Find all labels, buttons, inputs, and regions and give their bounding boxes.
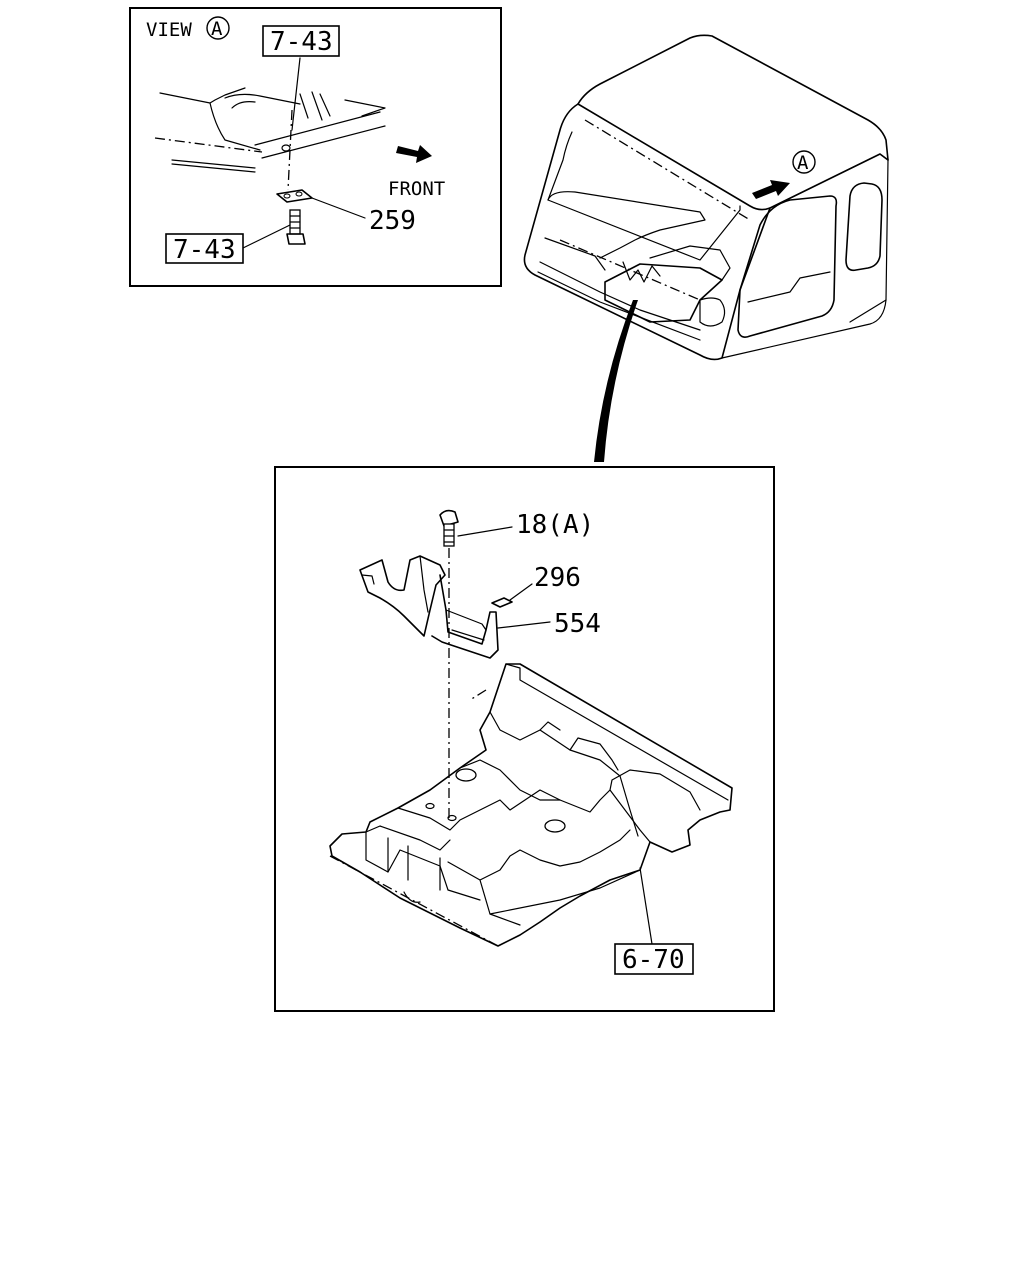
ref-bottom-label: 7-43 — [173, 235, 236, 265]
ref-box-bottom — [165, 233, 244, 264]
part-296-label: 296 — [534, 563, 581, 593]
inset-roof-structure — [154, 57, 386, 191]
view-a-frame — [129, 7, 502, 287]
view-label: VIEW — [146, 19, 192, 41]
cab-view-marker-circle — [792, 150, 816, 174]
bolt-icon — [286, 209, 306, 245]
part-18-label: 18(A) — [516, 510, 594, 540]
part-554-label: 554 — [554, 609, 601, 639]
view-a-inset: VIEW A 7-43 FRONT — [129, 7, 502, 287]
ref-floor-label: 6-70 — [622, 945, 685, 975]
clip-296 — [491, 583, 533, 608]
view-a-arrow-icon — [752, 180, 790, 199]
detail-frame — [274, 466, 775, 1012]
ref-box-top — [262, 25, 340, 57]
detail-inset: 18(A) 554 296 — [274, 466, 775, 1012]
ref-box-floor — [614, 943, 694, 975]
view-marker-letter: A — [211, 18, 223, 40]
view-marker-circle — [206, 16, 230, 40]
bolt-18-icon — [439, 509, 459, 547]
front-arrow-icon — [396, 145, 432, 163]
truck-cab-illustration: A — [523, 34, 889, 361]
bracket-554 — [359, 555, 499, 659]
detail-callout-leader — [594, 300, 638, 462]
cab-view-marker-letter: A — [797, 152, 809, 174]
front-label: FRONT — [388, 178, 445, 200]
cab-floor-panel — [329, 663, 733, 947]
part-259-label: 259 — [369, 206, 416, 236]
bracket-259 — [276, 189, 366, 219]
ref-top-label: 7-43 — [270, 27, 333, 57]
